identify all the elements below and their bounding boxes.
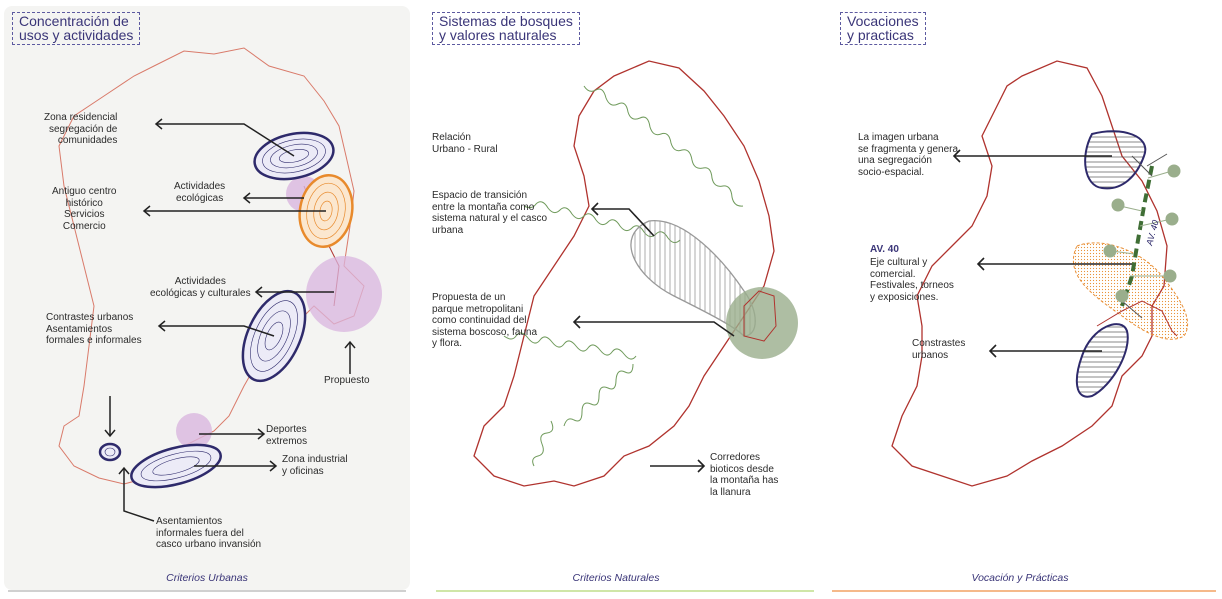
urban-map bbox=[58, 47, 382, 522]
industrial-zone-blob bbox=[130, 443, 222, 489]
label-av40-title: AV. 40 bbox=[870, 244, 899, 255]
arrow-transition bbox=[592, 208, 655, 237]
panel-divider-3 bbox=[832, 590, 1216, 592]
biotic-corridor-4 bbox=[563, 363, 634, 427]
proposed-area-circle bbox=[306, 256, 382, 332]
panel-divider-1 bbox=[8, 590, 406, 592]
label-residential-zone: Zona residencial segregación de comunida… bbox=[44, 112, 118, 146]
arrow-informal-up bbox=[123, 468, 155, 522]
node-3 bbox=[1165, 212, 1179, 226]
label-urban-rural: Relación Urbano - Rural bbox=[432, 132, 498, 155]
label-industrial-zone: Zona industrial y oficinas bbox=[282, 454, 348, 477]
label-cultural-axis: Eje cultural y comercial. Festivales, to… bbox=[870, 257, 954, 303]
road-label-av40: AV. 40 bbox=[1144, 219, 1161, 248]
label-biotic-corridors: Corredores bioticos desde la montaña has… bbox=[710, 452, 779, 498]
label-ecological-activities: Actividades ecológicas bbox=[174, 181, 226, 204]
informal-settlement-blob bbox=[98, 442, 122, 462]
label-fragmented-image: La imagen urbana se fragmenta y genera u… bbox=[858, 132, 959, 178]
arrow-contrasts bbox=[159, 325, 275, 337]
label-transition-space: Espacio de transición entre la montaña c… bbox=[432, 190, 548, 236]
label-historic-center: Antiguo centro histórico Servicios Comer… bbox=[52, 186, 117, 232]
arrow-park bbox=[574, 321, 735, 337]
panel-urban-criteria: Concentración de usos y actividades bbox=[4, 6, 410, 590]
biotic-corridor-1 bbox=[583, 85, 744, 207]
panel-divider-2 bbox=[436, 590, 814, 592]
node-5 bbox=[1163, 269, 1177, 283]
city-boundary bbox=[58, 47, 365, 485]
extreme-sports-circle bbox=[176, 413, 212, 449]
panel-natural-criteria: Sistemas de bosques y valores naturales bbox=[414, 6, 818, 590]
node-2 bbox=[1111, 198, 1125, 212]
arrow-residential bbox=[156, 123, 295, 157]
fragmented-image-zone bbox=[1084, 130, 1147, 190]
natural-map bbox=[473, 60, 798, 487]
label-proposed: Propuesto bbox=[324, 375, 370, 386]
panel-caption: Criterios Naturales bbox=[572, 572, 660, 584]
panel-title: Sistemas de bosques y valores naturales bbox=[432, 12, 580, 45]
panel-vocations-practices: Vocaciones y practicas bbox=[822, 6, 1218, 590]
city-boundary bbox=[473, 60, 775, 487]
label-extreme-sports: Deportes extremos bbox=[266, 424, 308, 447]
label-informal-settlements: Asentamientos informales fuera del casco… bbox=[156, 516, 262, 550]
node-6 bbox=[1115, 289, 1129, 303]
urban-contrasts-zone bbox=[1075, 323, 1129, 398]
proposed-park-circle bbox=[726, 287, 798, 359]
node-1 bbox=[1167, 164, 1181, 178]
panel-caption: Criterios Urbanas bbox=[166, 572, 248, 584]
cultural-axis-zone bbox=[1072, 242, 1189, 340]
label-urban-contrasts: Constrastes urbanos bbox=[912, 338, 966, 361]
vocations-map: AV. 40 bbox=[891, 60, 1189, 487]
panel-caption: Vocación y Prácticas bbox=[971, 572, 1069, 584]
panel-title: Concentración de usos y actividades bbox=[12, 12, 141, 45]
label-eco-cultural-activities: Actividades ecológicas y culturales bbox=[150, 276, 251, 299]
node-4 bbox=[1103, 244, 1117, 258]
panel-title: Vocaciones y practicas bbox=[840, 12, 926, 45]
biotic-corridor-3 bbox=[503, 332, 637, 360]
label-urban-contrasts: Contrastes urbanos Asentamientos formale… bbox=[46, 312, 142, 346]
biotic-corridor-5 bbox=[532, 420, 554, 467]
city-boundary bbox=[891, 60, 1168, 487]
label-metropolitan-park: Propuesta de un parque metropolitani com… bbox=[432, 292, 538, 349]
